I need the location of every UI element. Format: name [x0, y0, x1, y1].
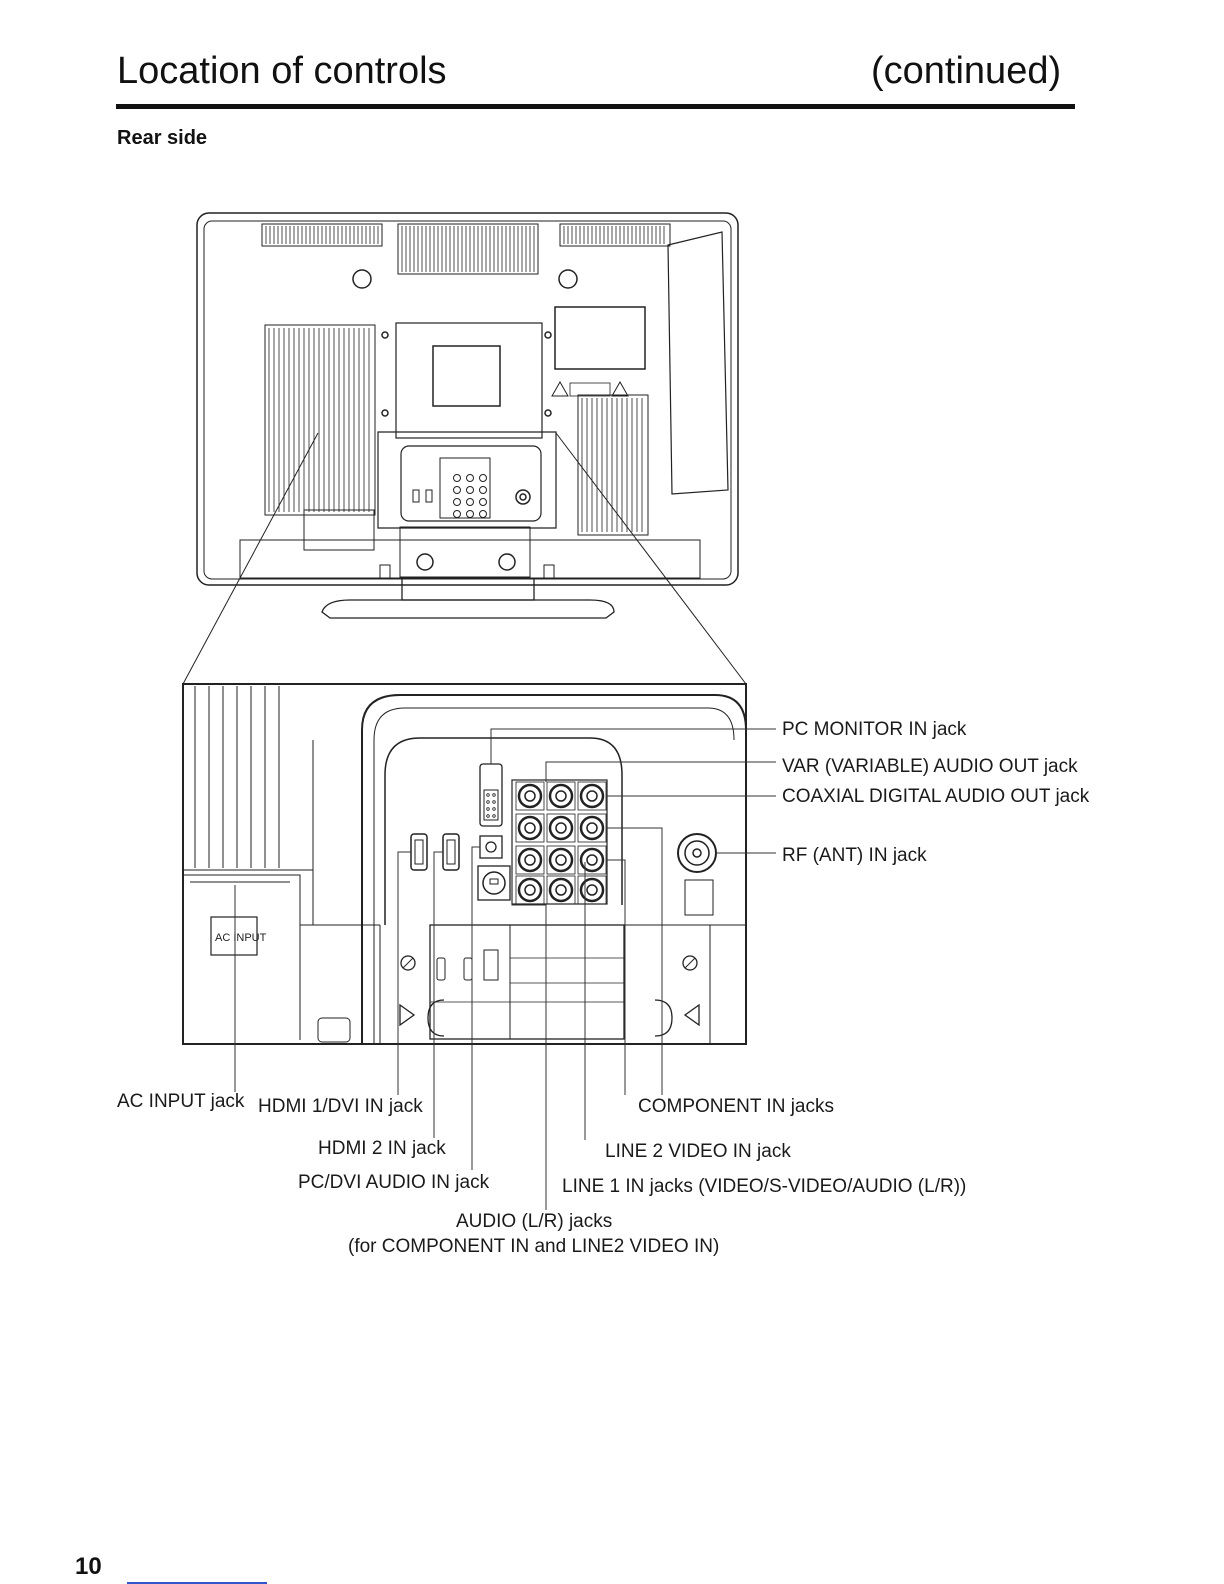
tv-rear-view [196, 212, 739, 619]
side-panel [667, 231, 729, 495]
label-pc-dvi-audio-in: PC/DVI AUDIO IN jack [298, 1172, 490, 1193]
leader-lines [234, 728, 776, 1210]
top-vents [261, 223, 671, 275]
stand-neck [401, 578, 535, 601]
arrow-right-icon [399, 1003, 416, 1027]
label-coaxial-out: COAXIAL DIGITAL AUDIO OUT jack [782, 786, 1090, 807]
arrow-left-icon [683, 1003, 700, 1027]
label-audio-lr: AUDIO (L/R) jacks [456, 1211, 613, 1232]
pc-dvi-audio-jack [479, 835, 503, 859]
rca-jack [546, 781, 576, 811]
pc-monitor-connector [479, 763, 503, 827]
page-continued-label: (continued) [871, 50, 1062, 92]
left-side-vents [264, 324, 376, 516]
label-audio-lr-note: (for COMPONENT IN and LINE2 VIDEO IN) [348, 1236, 720, 1257]
ac-input-box-label: AC INPUT [215, 932, 267, 944]
label-ac-input: AC INPUT jack [117, 1091, 245, 1112]
rca-jack [546, 813, 576, 843]
jack-label-plate [429, 924, 625, 1040]
screw-icon [682, 955, 698, 971]
housing-outline [361, 694, 747, 1044]
screw-icon [400, 955, 416, 971]
label-pc-monitor-in: PC MONITOR IN jack [782, 719, 967, 740]
mount-hole-right [558, 269, 578, 289]
page-number: 10 [75, 1553, 102, 1580]
hdmi2-port [442, 833, 460, 871]
inner-panel [384, 737, 623, 925]
right-side-vents [577, 394, 649, 536]
rear-plate [395, 322, 543, 439]
label-var-audio-out: VAR (VARIABLE) AUDIO OUT jack [782, 756, 1078, 777]
warning-triangle-icon [611, 380, 629, 397]
rca-jack [577, 845, 607, 875]
stand-base [321, 599, 615, 619]
title-rule [116, 104, 1075, 109]
rca-jack [577, 813, 607, 843]
label-rf-in: RF (ANT) IN jack [782, 845, 927, 866]
label-line1-in: LINE 1 IN jacks (VIDEO/S-VIDEO/AUDIO (L/… [562, 1176, 967, 1197]
rca-jack [577, 875, 607, 905]
label-hdmi2-in: HDMI 2 IN jack [318, 1138, 446, 1159]
rca-jack [577, 781, 607, 811]
tv-outer-frame [196, 212, 739, 586]
rear-plate-label [432, 345, 501, 407]
zoom-line-right [555, 432, 747, 685]
label-line2-video-in: LINE 2 VIDEO IN jack [605, 1141, 791, 1162]
rca-jack [546, 875, 576, 905]
rating-label [554, 306, 646, 370]
small-jack-grid [453, 474, 487, 518]
mount-hole-left [352, 269, 372, 289]
rca-jack [515, 875, 545, 905]
rca-jack [515, 845, 545, 875]
label-hdmi1-dvi-in: HDMI 1/DVI IN jack [258, 1096, 423, 1117]
zoom-frame [182, 683, 747, 1045]
page-title: Location of controls [117, 50, 447, 92]
zoomed-terminal-panel [182, 683, 747, 1045]
zoom-line-left [182, 432, 319, 685]
s-video-connector [477, 865, 511, 901]
terminal-area [377, 431, 557, 529]
ac-socket-small [303, 509, 375, 551]
warning-triangle-icon [551, 380, 569, 397]
section-heading: Rear side [117, 127, 208, 149]
rca-jack [515, 781, 545, 811]
rca-jack [515, 813, 545, 843]
rf-ant-connector [677, 833, 717, 873]
label-component-in: COMPONENT IN jacks [638, 1096, 835, 1117]
ant-label-box [684, 879, 714, 916]
ac-input-socket [210, 916, 258, 956]
footer-rule [127, 1582, 267, 1584]
rca-jack [546, 845, 576, 875]
hdmi1-port [410, 833, 428, 871]
